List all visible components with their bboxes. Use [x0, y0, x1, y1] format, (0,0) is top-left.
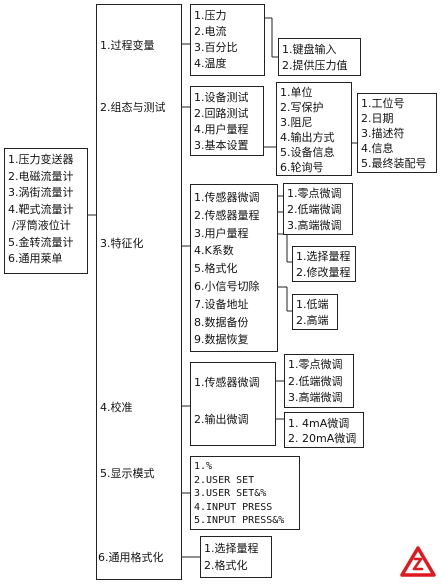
calibrate-item: 1.传感器微调	[194, 376, 260, 389]
config-test-box: 1.设备测试 2.回路测试 4.用户量程 3.基本设置	[190, 86, 264, 156]
cal-sensor-trim-item: 1.零点微调	[288, 358, 343, 371]
process-variables-box: 1.压力 2.电流 3.百分比 4.温度	[190, 4, 265, 76]
menu-display-mode: 5.显示模式	[100, 467, 155, 480]
device-type-list: 1.压力变送器 2.电磁流量计 3.涡街流量计 4.靶式流量计 /浮筒液位计 5…	[4, 148, 88, 274]
output-trim-item: 1. 4mA微调	[288, 417, 350, 430]
basic-setting-item: 4.输出方式	[280, 131, 335, 144]
display-mode-item: 3.USER SET&%	[194, 488, 267, 499]
sensor-trim-box: 1.零点微调 2.低端微调 3.高端微调	[283, 183, 353, 235]
characterize-item: 4.K系数	[194, 244, 234, 258]
cal-sensor-trim-item: 3.高端微调	[288, 391, 343, 404]
menu-config-test: 2.组态与测试	[100, 101, 166, 114]
range-item: 1.选择量程	[296, 250, 351, 263]
sensor-trim-item: 3.高端微调	[287, 219, 342, 232]
config-test-item: 4.用户量程	[194, 123, 249, 136]
basic-setting-item: 6.轮询号	[280, 161, 324, 174]
format-item: 1.选择量程	[204, 542, 259, 555]
menu-characterize: 3.特征化	[100, 237, 144, 250]
characterize-item: 1.传感器微调	[194, 191, 260, 204]
brand-logo-icon	[400, 546, 436, 577]
pressure-source-item: 1.键盘输入	[282, 43, 337, 56]
cal-sensor-trim-box: 1.零点微调 2.低端微调 3.高端微调	[284, 354, 354, 408]
calibrate-item: 2.输出微调	[194, 413, 249, 426]
menu-calibrate: 4.校准	[100, 401, 133, 414]
display-mode-item: 5.INPUT PRESS&%	[194, 515, 285, 526]
config-test-item: 3.基本设置	[194, 139, 249, 152]
main-menu-column: 1.过程变量 2.组态与测试 3.特征化 4.校准 5.显示模式 6.通用格式化	[96, 4, 182, 580]
config-test-item: 2.回路测试	[194, 107, 249, 120]
device-info-item: 2.日期	[361, 112, 394, 125]
cal-sensor-trim-item: 2.低端微调	[288, 374, 343, 388]
characterize-box: 1.传感器微调 2.传感器量程 3.用户量程 4.K系数 5.格式化 6.小信号…	[190, 184, 278, 352]
sensor-trim-item: 1.零点微调	[287, 187, 342, 200]
device-type-item: 3.涡街流量计	[8, 186, 74, 199]
device-type-item: 4.靶式流量计	[8, 202, 74, 216]
device-type-item: 6.通用莱单	[8, 252, 63, 265]
basic-settings-box: 1.单位 2.写保护 3.阻尼 4.输出方式 5.设备信息 6.轮询号	[276, 82, 352, 176]
range-item: 2.修改量程	[296, 266, 351, 279]
characterize-item: 2.传感器量程	[194, 208, 260, 222]
small-signal-item: 1.低端	[296, 298, 329, 311]
pressure-source-box: 1.键盘输入 2.提供压力值	[278, 38, 361, 76]
device-type-item: 2.电磁流量计	[8, 169, 74, 183]
basic-setting-item: 5.设备信息	[280, 146, 335, 159]
display-mode-item: 2.USER SET	[194, 474, 255, 486]
device-info-item: 4.信息	[361, 142, 394, 155]
basic-setting-item: 3.阻尼	[280, 116, 313, 129]
device-info-box: 1.工位号 2.日期 3.描述符 4.信息 5.最终装配号	[357, 93, 437, 173]
device-type-item: 5.金转流量计	[8, 235, 74, 249]
characterize-item: 5.格式化	[194, 262, 238, 276]
menu-process-variables: 1.过程变量	[100, 39, 155, 52]
format-item: 2.格式化	[204, 559, 248, 572]
process-var-item: 1.压力	[194, 9, 227, 22]
characterize-item: 3.用户量程	[194, 226, 249, 240]
characterize-item: 6.小信号切除	[194, 279, 260, 293]
display-mode-item: 4.INPUT PRESS	[194, 501, 273, 513]
device-type-item: /浮筒液位计	[12, 219, 71, 232]
config-test-item: 1.设备测试	[194, 91, 249, 104]
menu-general-format: 6.通用格式化	[98, 551, 164, 564]
pressure-source-item: 2.提供压力值	[282, 59, 348, 72]
device-info-item: 3.描述符	[361, 127, 405, 140]
process-var-item: 4.温度	[194, 57, 227, 70]
characterize-item: 8.数据备份	[194, 315, 249, 329]
device-info-item: 1.工位号	[361, 97, 405, 110]
characterize-item: 9.数据恢复	[194, 333, 249, 347]
display-mode-item: 1.%	[194, 461, 213, 472]
basic-setting-item: 1.单位	[280, 86, 313, 99]
calibrate-box: 1.传感器微调 2.输出微调	[190, 362, 276, 446]
device-type-item: 1.压力变送器	[8, 153, 74, 166]
sensor-trim-item: 2.低端微调	[287, 203, 342, 216]
format-box: 1.选择量程 2.格式化	[200, 536, 272, 578]
range-box: 1.选择量程 2.修改量程	[292, 246, 356, 282]
device-info-item: 5.最终装配号	[361, 157, 427, 170]
output-trim-item: 2. 20mA微调	[288, 432, 357, 445]
small-signal-item: 2.高端	[296, 314, 329, 327]
basic-setting-item: 2.写保护	[280, 101, 324, 114]
output-trim-box: 1. 4mA微调 2. 20mA微调	[284, 412, 364, 448]
small-signal-box: 1.低端 2.高端	[292, 294, 338, 330]
process-var-item: 3.百分比	[194, 41, 238, 54]
display-mode-box: 1.% 2.USER SET 3.USER SET&% 4.INPUT PRES…	[190, 456, 300, 530]
process-var-item: 2.电流	[194, 25, 227, 38]
characterize-item: 7.设备地址	[194, 297, 249, 311]
